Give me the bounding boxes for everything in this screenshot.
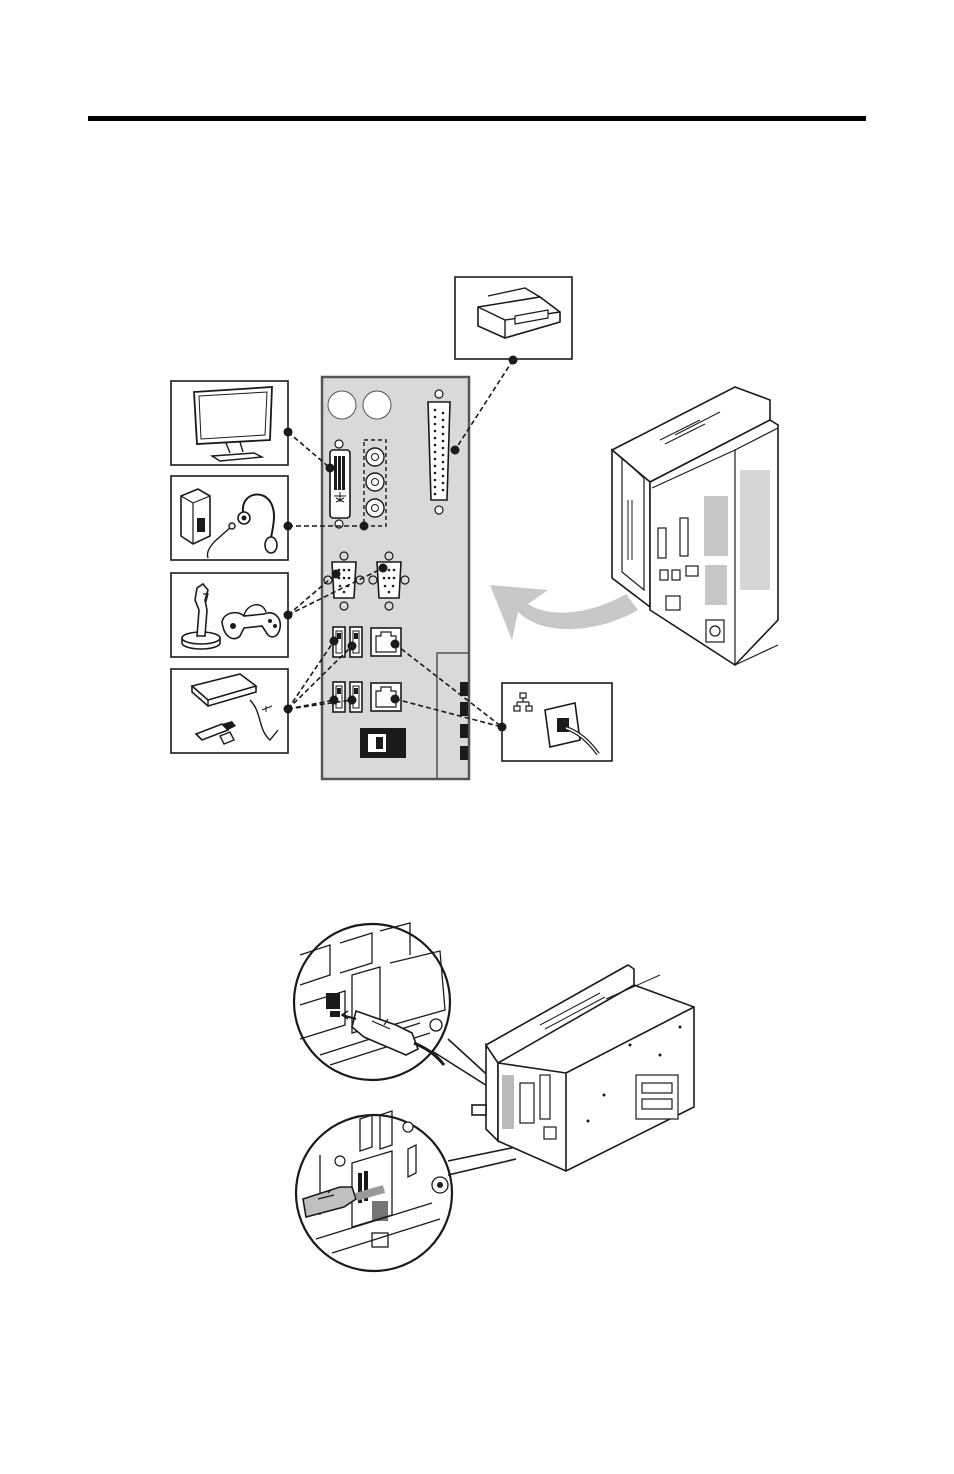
peripheral-connection-diagram	[0, 260, 954, 790]
db25-pin	[434, 409, 437, 412]
usb-connection-diagram	[0, 915, 954, 1275]
db25-pin	[442, 482, 445, 485]
db25-pin	[434, 444, 437, 447]
db25-pin	[434, 458, 437, 461]
db25-pin	[442, 489, 445, 492]
joystick-gamepad-icon	[171, 573, 288, 657]
db25-pin	[434, 486, 437, 489]
db25-pin	[434, 472, 437, 475]
lower-usb-callout	[296, 1111, 452, 1271]
db25-pin	[442, 468, 445, 471]
db25-pin	[442, 440, 445, 443]
db25-pin	[442, 475, 445, 478]
db25-pin	[434, 451, 437, 454]
db25-pin	[442, 447, 445, 450]
upper-usb-callout	[294, 923, 450, 1080]
db25-pin	[434, 423, 437, 426]
db25-pin	[434, 479, 437, 482]
db25-pin	[442, 454, 445, 457]
db25-pin	[442, 433, 445, 436]
printer-icon	[455, 277, 572, 359]
db25-pin	[434, 437, 437, 440]
db25-pin	[442, 461, 445, 464]
industrial-computer-illustration	[612, 387, 778, 665]
db25-pin	[442, 426, 445, 429]
audio-speaker-microphone-icon	[171, 476, 288, 560]
direction-arrow-icon	[490, 585, 638, 640]
db25-pin	[434, 465, 437, 468]
db25-pin	[442, 412, 445, 415]
db25-pin	[442, 419, 445, 422]
db25-pin	[434, 493, 437, 496]
network-wall-jack-icon	[502, 683, 612, 761]
db25-pin	[434, 430, 437, 433]
rear-io-panel	[322, 377, 469, 779]
header-rule	[88, 116, 866, 121]
monitor-icon	[171, 381, 288, 465]
industrial-computer-illustration	[472, 965, 694, 1171]
usb-storage-icon	[171, 669, 288, 753]
db25-pin	[434, 416, 437, 419]
